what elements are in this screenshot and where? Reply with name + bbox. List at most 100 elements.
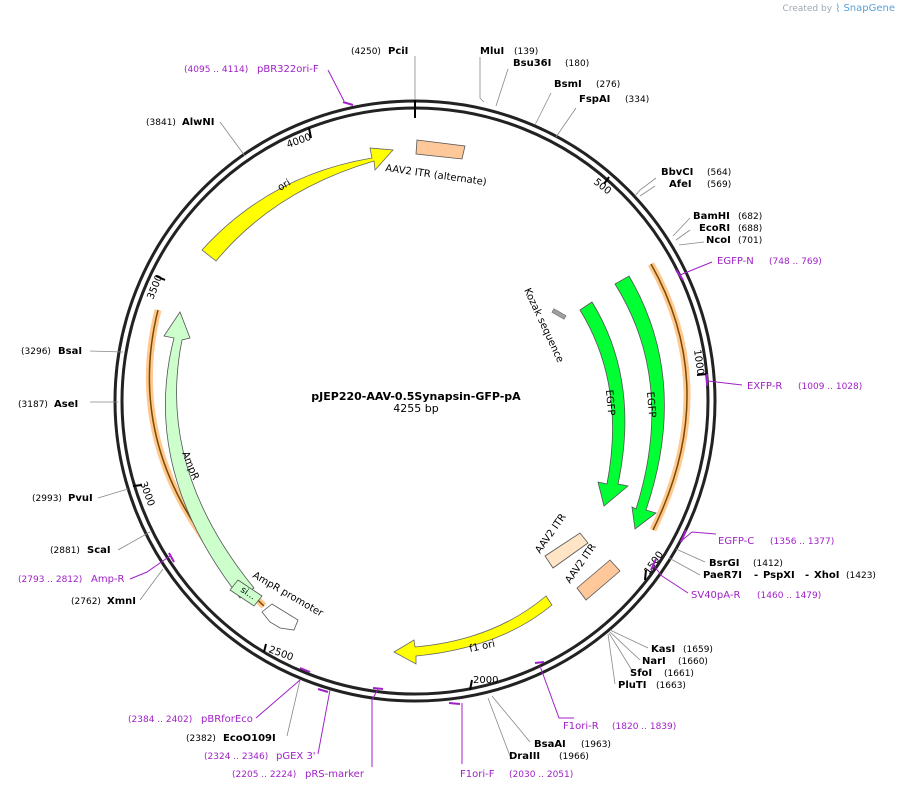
site-pos-nari: (1660)	[678, 657, 708, 667]
site-pos-kasi: (1659)	[683, 645, 713, 655]
primer-pos-pgex3: (2324 .. 2346)	[204, 752, 268, 762]
feature-label-f1-ori: f1 ori	[468, 639, 496, 655]
site-pos-bsai: (3296)	[21, 347, 51, 357]
site-name-paer7i: PaeR7I	[703, 570, 742, 581]
site-name-draiii: DraIII	[509, 751, 540, 762]
feature-f1-ori: f1 ori	[393, 595, 553, 665]
site-pos-afei: (569)	[707, 180, 731, 190]
primer-pos-prs-marker: (2205 .. 2224)	[232, 770, 296, 780]
site-name-pluti: PluTI	[618, 680, 646, 691]
site-name-pspxi: PspXI	[763, 570, 795, 581]
site-leaders	[89, 56, 706, 757]
primer-name-pgex3: pGEX 3'	[276, 751, 316, 762]
site-name-bamhi: BamHI	[693, 211, 730, 222]
primer-pos-pbr322ori-f: (4095 .. 4114)	[184, 65, 248, 75]
feature-ori: ori	[201, 147, 394, 262]
primer-name-pbr322ori-f: pBR322ori-F	[257, 64, 319, 75]
tick-label-1000: 1000	[691, 349, 705, 376]
site-name-xhoi: XhoI	[814, 570, 839, 581]
site-labels: (4250) PciI MluI (139) Bsu36I (180) BsmI…	[18, 46, 876, 762]
site-name-alwni: AlwNI	[182, 117, 215, 128]
credit-created-by: Created by	[782, 3, 833, 14]
site-name-ncoi: NcoI	[706, 235, 731, 246]
feature-label-aav2-itr-alternate: AAV2 ITR (alternate)	[385, 163, 488, 188]
feature-label-egfp-outer: EGFP	[644, 391, 657, 418]
site-pos-draiii: (1966)	[559, 752, 589, 762]
site-name-bsmi: BsmI	[554, 79, 582, 90]
tick-4000	[308, 127, 312, 139]
feature-primer-highlight	[647, 262, 691, 532]
primer-name-exfp-r: EXFP-R	[747, 381, 782, 392]
site-name-bsai: BsaI	[58, 346, 82, 357]
primer-name-egfp-c: EGFP-C	[718, 536, 754, 547]
site-name-scai: ScaI	[87, 545, 111, 556]
plasmid-name: pJEP220-AAV-0.5Synapsin-GFP-pA	[311, 390, 521, 403]
site-pos-ncoi: (701)	[738, 236, 762, 246]
site-name-afei: AfeI	[669, 179, 692, 190]
site-pos-alwni: (3841)	[146, 118, 176, 128]
site-pos-xmni: (2762)	[71, 597, 101, 607]
primer-pos-amp-r: (2793 .. 2812)	[18, 575, 82, 585]
tick-1500	[644, 569, 647, 581]
site-pos-bbvci: (564)	[707, 168, 731, 178]
primer-labels: (4095 .. 4114) pBR322ori-F EGFP-N (748 .…	[18, 64, 862, 780]
tick-label-2000: 2000	[473, 675, 498, 686]
site-pos-bamhi: (682)	[738, 212, 762, 222]
primer-name-prs-marker: pRS-marker	[305, 769, 365, 780]
plasmid-length: 4255 bp	[393, 402, 438, 415]
primer-pos-exfp-r: (1009 .. 1028)	[798, 382, 862, 392]
primer-pos-egfp-c: (1356 .. 1377)	[770, 537, 834, 547]
feature-ampr-highlight	[145, 309, 267, 609]
tick-2000	[469, 679, 473, 691]
site-pos-ecoo109i: (2382)	[186, 734, 216, 744]
site-pos-asei: (3187)	[18, 400, 48, 410]
site-pos-pcii: (4250)	[351, 47, 381, 57]
primer-pos-f1ori-f: (2030 .. 2051)	[509, 770, 573, 780]
credit-brand: SnapGene	[843, 3, 895, 14]
primer-pos-pbrforeco: (2384 .. 2402)	[128, 715, 192, 725]
site-pos-xhoi: (1423)	[846, 571, 876, 581]
site-pos-bsmi: (276)	[596, 80, 620, 90]
site-name-nari: NarI	[642, 656, 666, 667]
tick-label-500: 500	[591, 177, 613, 197]
tick-1000	[696, 373, 708, 376]
site-pos-fspai: (334)	[625, 95, 649, 105]
primer-name-amp-r: Amp-R	[91, 574, 125, 585]
site-pos-mlui: (139)	[514, 47, 538, 57]
primer-name-f1ori-r: F1ori-R	[563, 721, 599, 732]
primer-name-egfp-n: EGFP-N	[717, 256, 754, 267]
site-pos-bsu36i: (180)	[565, 59, 589, 69]
site-joiner-1: -	[754, 570, 758, 581]
primer-name-pbrforeco: pBRforEco	[201, 714, 253, 725]
site-pos-bsrgi: (1412)	[753, 559, 783, 569]
primer-name-f1ori-f: F1ori-F	[460, 769, 495, 780]
tick-3000	[132, 484, 143, 487]
tick-2500	[263, 643, 267, 653]
site-name-ecori: EcoRI	[699, 223, 730, 234]
feature-kozak-sequence: Kozak sequence	[521, 287, 567, 365]
feature-label-kozak: Kozak sequence	[521, 287, 565, 365]
site-name-bsu36i: Bsu36I	[513, 58, 551, 69]
site-pos-sfoi: (1661)	[664, 669, 694, 679]
site-name-fspai: FspAI	[579, 94, 610, 105]
primer-leaders	[129, 69, 743, 767]
snapgene-logo-icon: ⌇	[835, 2, 841, 15]
feature-egfp-outer: EGFP	[614, 275, 665, 530]
site-name-asei: AseI	[54, 399, 78, 410]
site-name-sfoi: SfoI	[630, 668, 652, 679]
primer-pos-f1ori-r: (1820 .. 1839)	[612, 722, 676, 732]
snapgene-credit: Created by ⌇ SnapGene	[783, 2, 895, 15]
site-name-ecoo109i: EcoO109I	[223, 733, 276, 744]
primer-name-sv40pa-r: SV40pA-R	[691, 590, 740, 601]
feature-label-egfp-inner: EGFP	[603, 389, 616, 416]
site-pos-ecori: (688)	[738, 224, 762, 234]
feature-aav2-itr-alternate: AAV2 ITR (alternate)	[385, 139, 488, 188]
site-pos-pluti: (1663)	[656, 681, 686, 691]
feature-egfp-inner: EGFP	[579, 301, 629, 507]
tick-3500	[155, 275, 166, 281]
site-name-bsaai: BsaAI	[534, 739, 566, 750]
site-name-kasi: KasI	[651, 644, 675, 655]
site-name-pvui: PvuI	[68, 493, 93, 504]
site-name-bsrgi: BsrGI	[709, 558, 739, 569]
